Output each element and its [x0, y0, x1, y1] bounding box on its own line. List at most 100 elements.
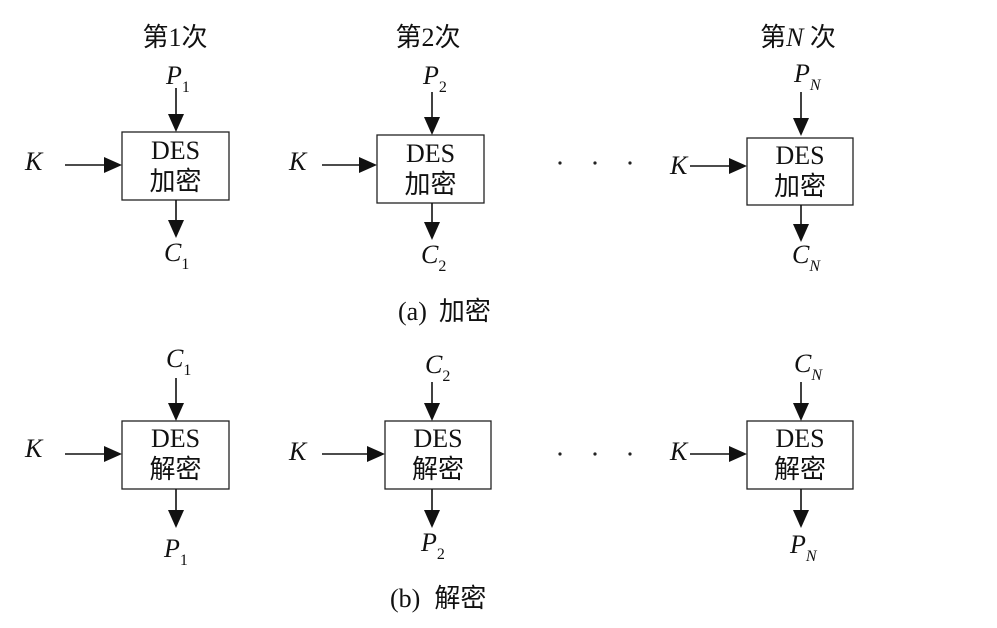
encrypt-output-n-var: C — [792, 240, 810, 269]
encrypt-des-box-n — [746, 137, 854, 206]
decrypt-output-2-var: P — [420, 528, 437, 557]
decrypt-output-n-sub: N — [805, 548, 818, 565]
encrypt-input-2-arrowhead — [424, 117, 440, 135]
encrypt-output-n-sub: N — [808, 258, 821, 275]
caption-decrypt: (b) 解密 — [390, 584, 486, 613]
decrypt-des-title-1: DES — [151, 424, 200, 453]
decrypt-output-n: PN — [789, 530, 818, 565]
decrypt-output-n-arrowhead — [793, 510, 809, 528]
encrypt-des-title-n: DES — [775, 141, 824, 170]
decrypt-output-2: P2 — [420, 528, 445, 563]
decrypt-input-1-var: C — [166, 344, 184, 373]
decrypt-block-1: C1 K DES 解密 P1 — [24, 344, 230, 569]
encrypt-ellipsis-dot-1 — [558, 161, 562, 165]
decrypt-key-2: K — [288, 437, 308, 466]
decrypt-output-n-var: P — [789, 530, 806, 559]
encrypt-key-n: K — [669, 151, 689, 180]
decrypt-key-1: K — [24, 434, 44, 463]
decrypt-input-n-var: C — [794, 349, 812, 378]
encrypt-input-n-var: P — [793, 59, 810, 88]
encrypt-output-1-arrowhead — [168, 220, 184, 238]
encrypt-des-op-n: 加密 — [774, 172, 826, 201]
encrypt-ellipsis-dot-2 — [593, 161, 597, 165]
encrypt-input-1-arrowhead — [168, 114, 184, 132]
encrypt-output-1: C1 — [164, 238, 189, 273]
decrypt-des-box-2 — [384, 420, 492, 490]
header-round-n-var: N — [785, 23, 805, 52]
decrypt-input-1: C1 — [166, 344, 191, 379]
decrypt-key-2-arrowhead — [367, 446, 385, 462]
encrypt-input-n: PN — [793, 59, 822, 94]
decrypt-input-n-arrowhead — [793, 403, 809, 421]
decrypt-input-2: C2 — [425, 350, 450, 385]
decrypt-output-1-sub: 1 — [180, 552, 188, 569]
decrypt-input-2-var: C — [425, 350, 443, 379]
encrypt-input-2-var: P — [422, 61, 439, 90]
encrypt-output-1-sub: 1 — [181, 256, 189, 273]
decrypt-output-2-arrowhead — [424, 510, 440, 528]
caption-decrypt-tag: (b) — [390, 584, 420, 613]
encrypt-key-2-arrowhead — [359, 157, 377, 173]
header-round-n-prefix: 第 — [760, 23, 786, 52]
caption-encrypt-text: 加密 — [439, 297, 491, 326]
decrypt-row: C1 K DES 解密 P1 C2 K DES 解密 — [24, 344, 854, 613]
encrypt-des-title-2: DES — [406, 139, 455, 168]
decrypt-input-n-sub: N — [810, 367, 823, 384]
decrypt-output-2-sub: 2 — [437, 546, 445, 563]
caption-encrypt: (a) 加密 — [398, 297, 491, 326]
encrypt-output-2: C2 — [421, 240, 446, 275]
decrypt-ellipsis-dot-2 — [593, 452, 597, 456]
encrypt-input-n-arrowhead — [793, 118, 809, 136]
header-round-2: 第2次 — [395, 23, 460, 52]
encrypt-input-2-sub: 2 — [439, 79, 447, 96]
encrypt-ellipsis — [558, 161, 632, 165]
encrypt-input-2: P2 — [422, 61, 447, 96]
decrypt-input-n: CN — [794, 349, 823, 384]
header-round-1: 第1次 — [142, 23, 207, 52]
encrypt-output-1-var: C — [164, 238, 182, 267]
encrypt-input-1: P1 — [165, 61, 190, 96]
header-round-n-suffix: 次 — [803, 23, 836, 52]
encrypt-key-1-arrowhead — [104, 157, 122, 173]
encrypt-output-2-var: C — [421, 240, 439, 269]
encrypt-input-n-sub: N — [809, 77, 822, 94]
encrypt-block-1: P1 K DES 加密 C1 — [24, 61, 230, 273]
decrypt-input-1-sub: 1 — [183, 362, 191, 379]
encrypt-output-n-arrowhead — [793, 224, 809, 242]
encrypt-des-title-1: DES — [151, 136, 200, 165]
encrypt-des-box-1 — [121, 131, 230, 201]
encrypt-input-1-var: P — [165, 61, 182, 90]
encrypt-des-op-2: 加密 — [404, 170, 456, 199]
caption-decrypt-text: 解密 — [434, 584, 486, 613]
decrypt-des-title-n: DES — [775, 424, 824, 453]
decrypt-key-n-arrowhead — [729, 446, 747, 462]
decrypt-block-n: CN K DES 解密 PN — [669, 349, 854, 565]
header-round-n: 第N 次 — [760, 23, 836, 52]
encrypt-output-n: CN — [792, 240, 821, 275]
encrypt-key-1: K — [24, 147, 44, 176]
encrypt-input-1-sub: 1 — [182, 79, 190, 96]
decrypt-des-op-n: 解密 — [774, 455, 826, 484]
encrypt-des-box-2 — [376, 134, 485, 204]
decrypt-ellipsis-dot-1 — [558, 452, 562, 456]
encrypt-block-n: PN K DES 加密 CN — [669, 59, 854, 275]
decrypt-output-1-arrowhead — [168, 510, 184, 528]
decrypt-des-op-1: 解密 — [149, 455, 201, 484]
decrypt-ellipsis — [558, 452, 632, 456]
decrypt-des-box-1 — [121, 420, 230, 490]
decrypt-des-box-n — [746, 420, 854, 490]
decrypt-input-2-arrowhead — [424, 403, 440, 421]
encrypt-des-op-1: 加密 — [149, 167, 201, 196]
decrypt-block-2: C2 K DES 解密 P2 — [288, 350, 492, 563]
decrypt-input-2-sub: 2 — [442, 368, 450, 385]
decrypt-output-1: P1 — [163, 534, 188, 569]
decrypt-key-n: K — [669, 437, 689, 466]
encrypt-block-2: P2 K DES 加密 C2 — [288, 61, 485, 275]
decrypt-input-1-arrowhead — [168, 403, 184, 421]
decrypt-output-1-var: P — [163, 534, 180, 563]
decrypt-ellipsis-dot-3 — [628, 452, 632, 456]
caption-encrypt-tag: (a) — [398, 297, 427, 326]
encrypt-output-2-arrowhead — [424, 222, 440, 240]
encrypt-ellipsis-dot-3 — [628, 161, 632, 165]
